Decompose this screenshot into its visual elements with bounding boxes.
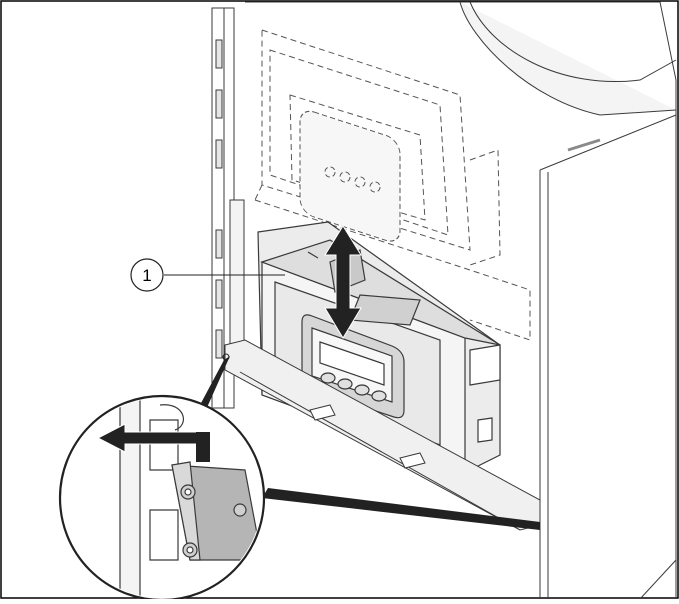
detail-magnifier bbox=[58, 394, 266, 602]
move-up-down-arrow bbox=[324, 225, 362, 339]
magnified-slot-lower bbox=[149, 509, 179, 561]
zoom-connector bbox=[200, 356, 540, 530]
release-arrow-tail bbox=[196, 432, 210, 462]
control-box-upper-position bbox=[254, 29, 531, 341]
zoom-source-point bbox=[222, 353, 230, 361]
callout-1-number: 1 bbox=[142, 266, 151, 285]
mounting-rail bbox=[224, 339, 541, 531]
callout-1: 1 bbox=[130, 258, 164, 292]
callout-1-circle bbox=[130, 258, 164, 292]
left-side-rail bbox=[211, 7, 245, 409]
magnified-slot-upper bbox=[149, 419, 179, 471]
control-panel-upper-position bbox=[299, 110, 401, 242]
